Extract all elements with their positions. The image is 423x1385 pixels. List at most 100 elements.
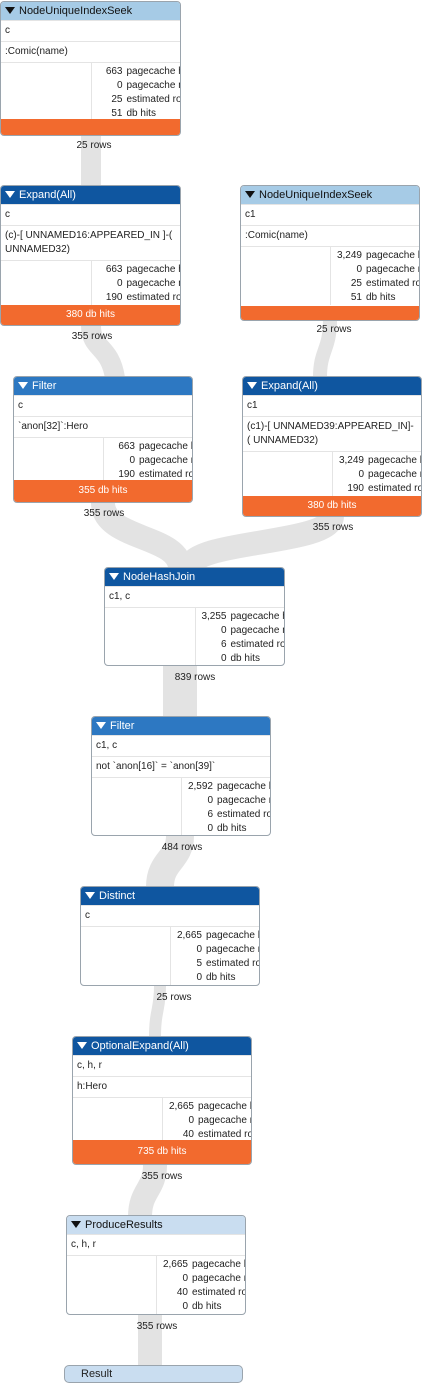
stat-pagecache-hits-label: pagecache hits xyxy=(366,250,419,261)
stat-db-hits-label: db hits xyxy=(192,1301,222,1312)
collapse-triangle-icon[interactable] xyxy=(77,1041,87,1049)
db-hits-bar xyxy=(1,119,180,135)
stat-pagecache-misses-label: pagecache misses xyxy=(366,264,419,275)
stat-pagecache-hits-value: 2,665 xyxy=(168,1101,194,1112)
operator-header[interactable]: Expand(All) xyxy=(1,186,180,204)
stat-pagecache-hits-value: 3,249 xyxy=(336,250,362,261)
stat-pagecache-hits-value: 2,665 xyxy=(176,930,202,941)
stat-pagecache-misses-value: 0 xyxy=(116,80,123,91)
stat-estimated-rows-label: estimated rows xyxy=(217,809,270,820)
operator-title: Filter xyxy=(110,720,135,732)
operator-header[interactable]: Filter xyxy=(92,717,270,735)
stat-db-hits-value: 51 xyxy=(111,108,123,119)
operator-node-unique-index-seek-c1[interactable]: NodeUniqueIndexSeek c1 :Comic(name) 3,24… xyxy=(240,185,420,321)
stat-db-hits-value: 0 xyxy=(207,823,213,834)
stat-db-hits-label: db hits xyxy=(230,653,260,664)
stat-pagecache-hits-label: pagecache hits xyxy=(368,455,421,466)
stat-pagecache-hits-value: 663 xyxy=(105,264,123,275)
operator-header[interactable]: Distinct xyxy=(81,887,259,905)
collapse-triangle-icon[interactable] xyxy=(5,190,15,198)
collapse-triangle-icon[interactable] xyxy=(247,381,257,389)
stat-estimated-rows-label: estimated rows xyxy=(198,1129,251,1140)
operator-title: NodeUniqueIndexSeek xyxy=(259,189,373,201)
collapse-triangle-icon[interactable] xyxy=(85,891,95,899)
stat-pagecache-misses-label: pagecache misses xyxy=(368,469,421,480)
stat-pagecache-hits-value: 663 xyxy=(118,441,135,452)
stat-pagecache-hits-label: pagecache hits xyxy=(198,1101,251,1112)
operator-detail: :Comic(name) xyxy=(1,41,180,62)
stat-pagecache-hits-value: 663 xyxy=(105,66,123,77)
pipe-optexpand-produce xyxy=(128,1164,167,1218)
operator-header[interactable]: NodeUniqueIndexSeek xyxy=(1,2,180,20)
operator-optional-expand-all[interactable]: OptionalExpand(All) c, h, r h:Hero 2,665… xyxy=(72,1036,252,1165)
stat-db-hits-label: db hits xyxy=(366,292,396,303)
rows-count: 355 rows xyxy=(312,522,354,533)
rows-count: 25 rows xyxy=(316,324,352,335)
stat-estimated-rows-value: 25 xyxy=(111,94,123,105)
collapse-triangle-icon[interactable] xyxy=(18,381,28,389)
stat-db-hits-label: db hits xyxy=(217,823,247,834)
operator-detail: `anon[32]`:Hero xyxy=(14,416,192,437)
operator-title: Filter xyxy=(32,380,57,392)
stat-pagecache-hits-value: 3,255 xyxy=(201,611,227,622)
operator-header[interactable]: NodeHashJoin xyxy=(105,568,284,586)
operator-filter-c1-c[interactable]: Filter c1, c not `anon[16]` = `anon[39]`… xyxy=(91,716,271,836)
collapse-triangle-icon[interactable] xyxy=(96,721,106,729)
stat-pagecache-misses-label: pagecache misses xyxy=(206,944,259,955)
operator-title: OptionalExpand(All) xyxy=(91,1040,189,1052)
operator-expand-all-c[interactable]: Expand(All) c (c)-[ UNNAMED16:APPEARED_I… xyxy=(0,185,181,326)
rows-count: 355 rows xyxy=(141,1171,183,1182)
stat-pagecache-misses-label: pagecache misses xyxy=(198,1115,251,1126)
operator-variables: c xyxy=(81,905,259,926)
stat-estimated-rows-label: estimated rows xyxy=(368,483,421,494)
stat-estimated-rows-value: 190 xyxy=(118,469,135,480)
stat-db-hits-value: 0 xyxy=(182,1301,188,1312)
operator-header[interactable]: Filter xyxy=(14,377,192,395)
pipe-filter2-distinct xyxy=(146,834,194,889)
operator-variables: c1, c xyxy=(92,735,270,756)
stat-estimated-rows-label: estimated rows xyxy=(126,292,181,303)
operator-expand-all-c1[interactable]: Expand(All) c1 (c1)-[ UNNAMED39:APPEARED… xyxy=(242,376,422,517)
stat-db-hits-label: db hits xyxy=(206,972,236,983)
stat-pagecache-misses-value: 0 xyxy=(188,1115,194,1126)
stat-estimated-rows-label: estimated rows xyxy=(192,1287,245,1298)
operator-header[interactable]: Expand(All) xyxy=(243,377,421,395)
stat-estimated-rows-label: estimated rows xyxy=(230,639,285,650)
stat-db-hits-value: 51 xyxy=(350,292,362,303)
collapse-triangle-icon[interactable] xyxy=(245,190,255,198)
operator-detail: (c1)-[ UNNAMED39:APPEARED_IN]-( UNNAMED3… xyxy=(243,416,421,451)
rows-count: 25 rows xyxy=(156,992,192,1003)
stat-pagecache-misses-label: pagecache misses xyxy=(217,795,270,806)
operator-title: Distinct xyxy=(99,890,136,902)
operator-title: NodeHashJoin xyxy=(123,571,196,583)
result-node[interactable]: Result xyxy=(64,1365,243,1383)
collapse-triangle-icon[interactable] xyxy=(5,6,15,14)
operator-header[interactable]: NodeUniqueIndexSeek xyxy=(241,186,419,204)
collapse-triangle-icon[interactable] xyxy=(109,572,119,580)
db-hits-bar: 735 db hits xyxy=(73,1140,251,1164)
stat-pagecache-hits-label: pagecache hits xyxy=(230,611,285,622)
stat-pagecache-misses-label: pagecache misses xyxy=(230,625,285,636)
stat-pagecache-hits-value: 2,592 xyxy=(187,781,213,792)
pipe-expand2-hashjoin xyxy=(178,512,344,572)
operator-title: NodeUniqueIndexSeek xyxy=(19,5,133,17)
operator-variables: c xyxy=(1,204,180,225)
operator-header[interactable]: ProduceResults xyxy=(67,1216,245,1234)
db-hits-bar: 380 db hits xyxy=(243,496,421,516)
operator-header[interactable]: OptionalExpand(All) xyxy=(73,1037,251,1055)
rows-count: 839 rows xyxy=(174,672,216,683)
stat-pagecache-misses-value: 0 xyxy=(196,944,202,955)
collapse-triangle-icon[interactable] xyxy=(71,1220,81,1228)
